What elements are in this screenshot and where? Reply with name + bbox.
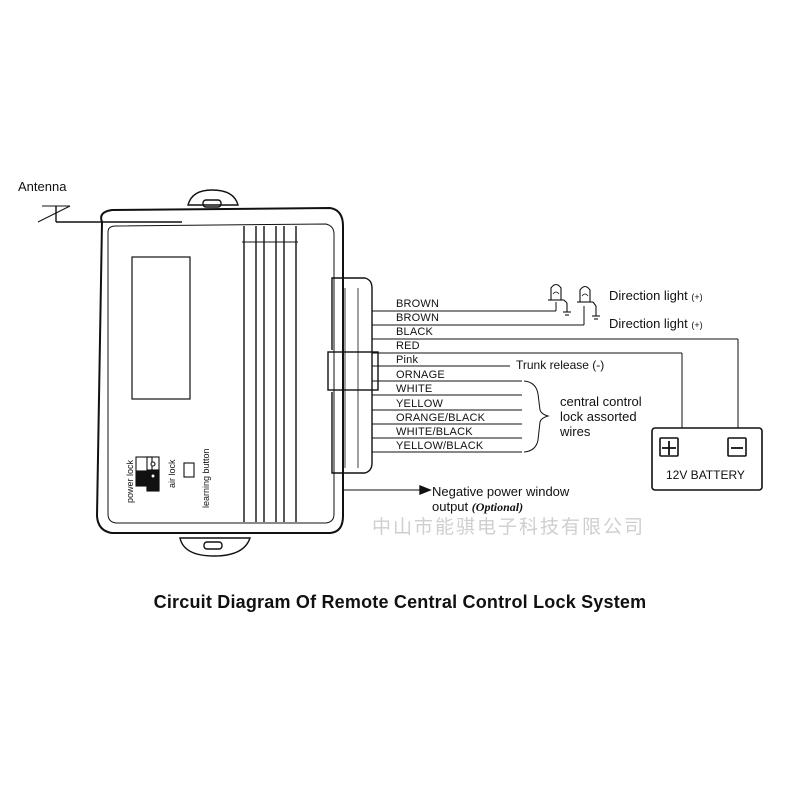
learning-button-icon	[183, 462, 195, 478]
wire-label: ORANGE/BLACK	[396, 412, 486, 424]
wire-connector	[327, 277, 379, 474]
central-lock-brace	[523, 380, 550, 453]
neg-window-optional: (Optional)	[471, 500, 524, 514]
direction-light-label: Direction light (+)	[609, 317, 703, 330]
power-lock-label: power lock	[125, 459, 135, 503]
antenna-icon	[37, 205, 182, 223]
antenna-label: Antenna	[18, 179, 67, 194]
neg-window-arrow	[342, 484, 432, 496]
wire-label: BLACK	[396, 326, 434, 338]
neg-window-label: Negative power window	[432, 484, 570, 499]
direction-light-sign: (+)	[691, 320, 703, 330]
wire-label: BROWN	[396, 298, 440, 310]
wire-label: YELLOW	[396, 398, 444, 410]
central-lock-label: central control	[560, 394, 642, 409]
central-lock-label: wires	[560, 424, 591, 439]
wire-label: Pink	[396, 354, 419, 366]
direction-light-label: Direction light (+)	[609, 289, 703, 302]
direction-lamp-icon	[577, 285, 600, 320]
wire-label: WHITE/BLACK	[396, 426, 473, 438]
learning-button-label: learning button	[201, 448, 211, 508]
wire-label: BROWN	[396, 312, 440, 324]
wire-label: WHITE	[396, 383, 433, 395]
air-lock-jumper	[146, 456, 160, 492]
wire-label: ORNAGE	[396, 369, 445, 381]
direction-light-text: Direction light	[609, 288, 688, 303]
central-lock-label: lock assorted	[560, 409, 637, 424]
control-module	[95, 206, 344, 534]
top-mount-tab	[187, 189, 239, 208]
battery-label: 12V BATTERY	[666, 468, 745, 482]
neg-window-output: output	[432, 499, 469, 514]
air-lock-label: air lock	[167, 459, 177, 488]
bottom-mount-tab	[179, 537, 251, 557]
direction-light-sign: (+)	[691, 292, 703, 302]
wire-label: YELLOW/BLACK	[396, 440, 484, 452]
watermark: 中山市能骐电子科技有限公司	[372, 516, 646, 538]
wire-lines	[372, 302, 739, 453]
diagram-title: Circuit Diagram Of Remote Central Contro…	[153, 592, 647, 612]
neg-window-label: output (Optional)	[432, 500, 523, 513]
direction-lamp-icon	[548, 283, 571, 316]
wire-label: RED	[396, 340, 420, 352]
battery-icon	[651, 427, 763, 491]
direction-light-text: Direction light	[609, 316, 688, 331]
trunk-release-label: Trunk release (-)	[516, 358, 605, 372]
